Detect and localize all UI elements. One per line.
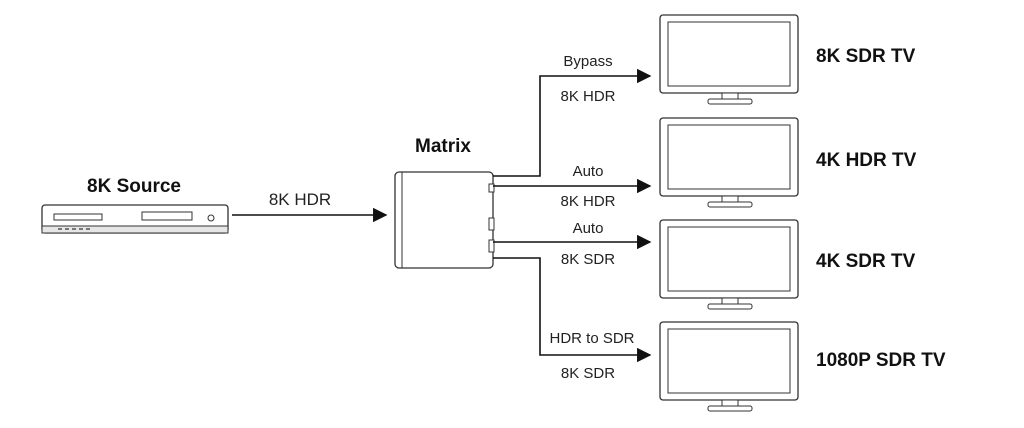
output-4-mode: HDR to SDR (549, 330, 634, 347)
tv-1-icon (659, 14, 799, 105)
tv-3-icon (659, 219, 799, 310)
source-title: 8K Source (87, 176, 181, 197)
matrix-device-icon (394, 171, 495, 269)
output-1-arrow (493, 68, 652, 177)
tv-2-label: 4K HDR TV (816, 150, 917, 171)
output-2-mode: Auto (573, 163, 604, 180)
output-4-signal: 8K SDR (561, 365, 615, 382)
output-1-mode: Bypass (563, 53, 612, 70)
output-3-mode: Auto (573, 220, 604, 237)
tv-4-icon (659, 321, 799, 412)
source-player-icon (41, 204, 229, 234)
output-4-arrow (493, 257, 652, 363)
output-1-signal: 8K HDR (560, 88, 615, 105)
output-2-signal: 8K HDR (560, 193, 615, 210)
tv-2-icon (659, 117, 799, 208)
source-link-label: 8K HDR (269, 190, 331, 209)
tv-1-label: 8K SDR TV (816, 46, 916, 67)
tv-3-label: 4K SDR TV (816, 251, 916, 272)
matrix-title: Matrix (415, 136, 471, 157)
tv-4-label: 1080P SDR TV (816, 350, 946, 371)
output-3-signal: 8K SDR (561, 251, 615, 268)
